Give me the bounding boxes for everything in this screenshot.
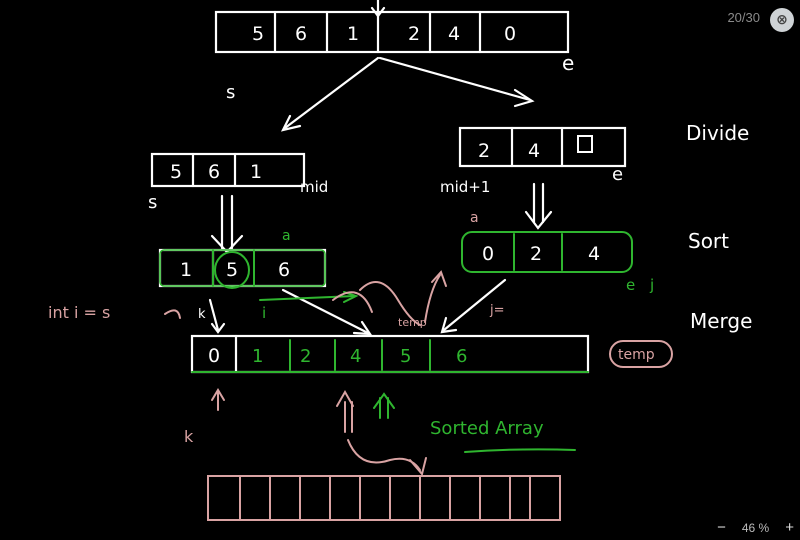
left-cell-2: 1 — [250, 161, 262, 183]
top-cell-1: 6 — [295, 23, 307, 45]
label-j-eq: j= — [489, 303, 505, 318]
label-j: j — [649, 276, 654, 294]
divide-arrows — [280, 56, 535, 132]
zoom-in-button[interactable]: + — [785, 519, 794, 536]
merge-cell-2: 2 — [300, 346, 311, 367]
merge-cell-5: 6 — [456, 346, 467, 367]
label-sorted-array: Sorted Array — [430, 418, 544, 439]
zoom-level: 46 % — [741, 520, 770, 535]
top-cell-3: 2 — [408, 23, 420, 45]
zoom-out-button[interactable]: − — [717, 519, 726, 536]
sort-arrows — [210, 182, 553, 254]
left-label-mid: mid — [300, 178, 328, 196]
right-cell-1: 4 — [528, 140, 540, 162]
sorted-right-cell-0: 0 — [482, 243, 494, 265]
top-cell-4: 4 — [448, 23, 460, 45]
label-e-green: e — [626, 276, 635, 294]
right-half-array — [458, 126, 627, 168]
top-cell-2: 1 — [347, 23, 359, 45]
close-icon: ⊗ — [776, 12, 788, 28]
merge-cell-4: 5 — [400, 346, 411, 367]
right-label-e: e — [612, 164, 623, 185]
top-label-s: s — [226, 82, 235, 103]
merge-cell-1: 1 — [252, 346, 263, 367]
zoom-controls: − 46 % + — [717, 519, 800, 536]
left-cell-0: 5 — [170, 161, 182, 183]
label-i: i — [262, 304, 266, 322]
right-cell-0: 2 — [478, 140, 490, 162]
sorted-left-cell-0: 1 — [180, 259, 192, 281]
label-k-bottom: k — [184, 427, 194, 446]
label-sort: Sort — [688, 229, 729, 253]
label-int-i: int i = s — [48, 303, 110, 322]
left-label-s: s — [148, 192, 157, 213]
close-button[interactable]: ⊗ — [770, 8, 794, 32]
top-array — [214, 0, 570, 54]
left-half-array — [150, 152, 306, 188]
merge-cell-0: 0 — [208, 345, 220, 367]
left-cell-1: 6 — [208, 161, 220, 183]
label-a-right: a — [470, 210, 479, 226]
label-divide: Divide — [686, 121, 749, 145]
top-cell-5: 0 — [504, 23, 516, 45]
merge-cell-3: 4 — [350, 346, 361, 367]
sorted-right-cell-1: 2 — [530, 243, 542, 265]
sorted-left-cell-2: 6 — [278, 259, 290, 281]
top-label-e: e — [562, 51, 574, 75]
page-counter: 20/30 — [727, 10, 760, 25]
label-a-left: a — [282, 228, 291, 244]
label-k-top: k — [198, 307, 206, 322]
top-cell-0: 5 — [252, 23, 264, 45]
sorted-left-cell-1: 5 — [226, 259, 238, 281]
label-temp: temp — [618, 347, 655, 363]
right-label-mid1: mid+1 — [440, 178, 490, 196]
label-merge: Merge — [690, 309, 752, 333]
sorted-right-cell-2: 4 — [588, 243, 600, 265]
label-temp-small: temp — [398, 316, 427, 329]
